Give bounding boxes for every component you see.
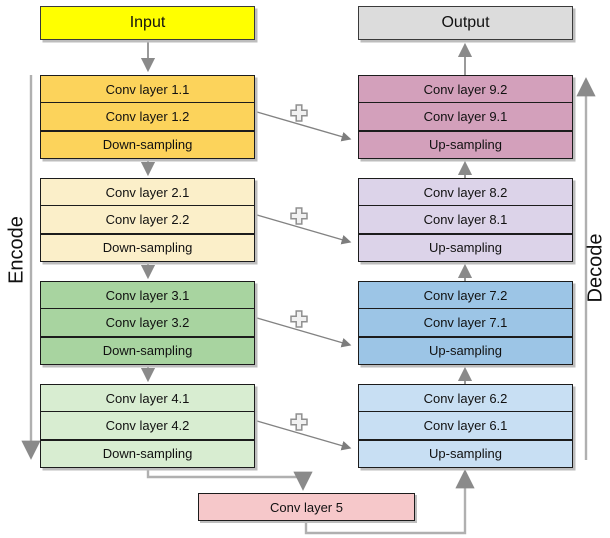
skip-connection-arrow-2 [256,214,352,245]
merge-plus-icon-1 [290,104,308,122]
encoder-3-downsampling: Down-sampling [41,335,254,364]
decoder-8-upsampling: Up-sampling [359,232,572,261]
encoder-block-3: Conv layer 3.1 Conv layer 3.2 Down-sampl… [40,281,255,365]
output-box: Output [358,6,573,40]
encoder-4-conv-1: Conv layer 4.1 [105,390,190,406]
decoder-6-upsampling: Up-sampling [359,438,572,467]
decoder-8-conv-2: Conv layer 8.2 [423,184,508,200]
encoder-2-conv-2: Conv layer 2.2 [41,205,254,232]
encoder-block-2: Conv layer 2.1 Conv layer 2.2 Down-sampl… [40,178,255,262]
decoder-block-8: Conv layer 8.2 Conv layer 8.1 Up-samplin… [358,178,573,262]
decoder-block-6: Conv layer 6.2 Conv layer 6.1 Up-samplin… [358,384,573,468]
decoder-7-conv-2: Conv layer 7.2 [423,287,508,303]
decoder-9-conv-2: Conv layer 9.2 [423,81,508,97]
skip-connection-arrow-4 [256,420,352,451]
encode-side-label: Encode [5,216,28,284]
encoder-2-conv-1: Conv layer 2.1 [105,184,190,200]
encoder-3-conv-1: Conv layer 3.1 [105,287,190,303]
encoder-2-downsampling: Down-sampling [41,232,254,261]
decoder-6-conv-1: Conv layer 6.1 [359,411,572,438]
encoder-block-4: Conv layer 4.1 Conv layer 4.2 Down-sampl… [40,384,255,468]
decoder-block-9: Conv layer 9.2 Conv layer 9.1 Up-samplin… [358,75,573,159]
arrow-conv5-to-block6 [304,469,475,535]
encoder-3-conv-2: Conv layer 3.2 [41,308,254,335]
bottleneck-label: Conv layer 5 [270,499,343,515]
merge-plus-icon-4 [290,413,308,431]
input-label: Input [129,14,166,31]
skip-connection-arrow-3 [256,317,352,348]
merge-plus-icon-2 [290,207,308,225]
decoder-9-upsampling: Up-sampling [359,129,572,158]
bottleneck-conv5-box: Conv layer 5 [198,493,415,521]
skip-connection-arrow-1 [256,111,352,142]
decode-side-label: Decode [584,233,607,303]
input-box: Input [40,6,255,40]
decoder-7-conv-1: Conv layer 7.1 [359,308,572,335]
decoder-6-conv-2: Conv layer 6.2 [423,390,508,406]
decoder-8-conv-1: Conv layer 8.1 [359,205,572,232]
encoder-4-conv-2: Conv layer 4.2 [41,411,254,438]
encoder-1-conv-1: Conv layer 1.1 [105,81,190,97]
output-label: Output [441,14,490,31]
decoder-9-conv-1: Conv layer 9.1 [359,102,572,129]
arrow-block4-to-conv5 [146,468,313,491]
merge-plus-icon-3 [290,310,308,328]
encoder-block-1: Conv layer 1.1 Conv layer 1.2 Down-sampl… [40,75,255,159]
decoder-block-7: Conv layer 7.2 Conv layer 7.1 Up-samplin… [358,281,573,365]
decoder-7-upsampling: Up-sampling [359,335,572,364]
encoder-1-downsampling: Down-sampling [41,129,254,158]
encoder-1-conv-2: Conv layer 1.2 [41,102,254,129]
encoder-4-downsampling: Down-sampling [41,438,254,467]
